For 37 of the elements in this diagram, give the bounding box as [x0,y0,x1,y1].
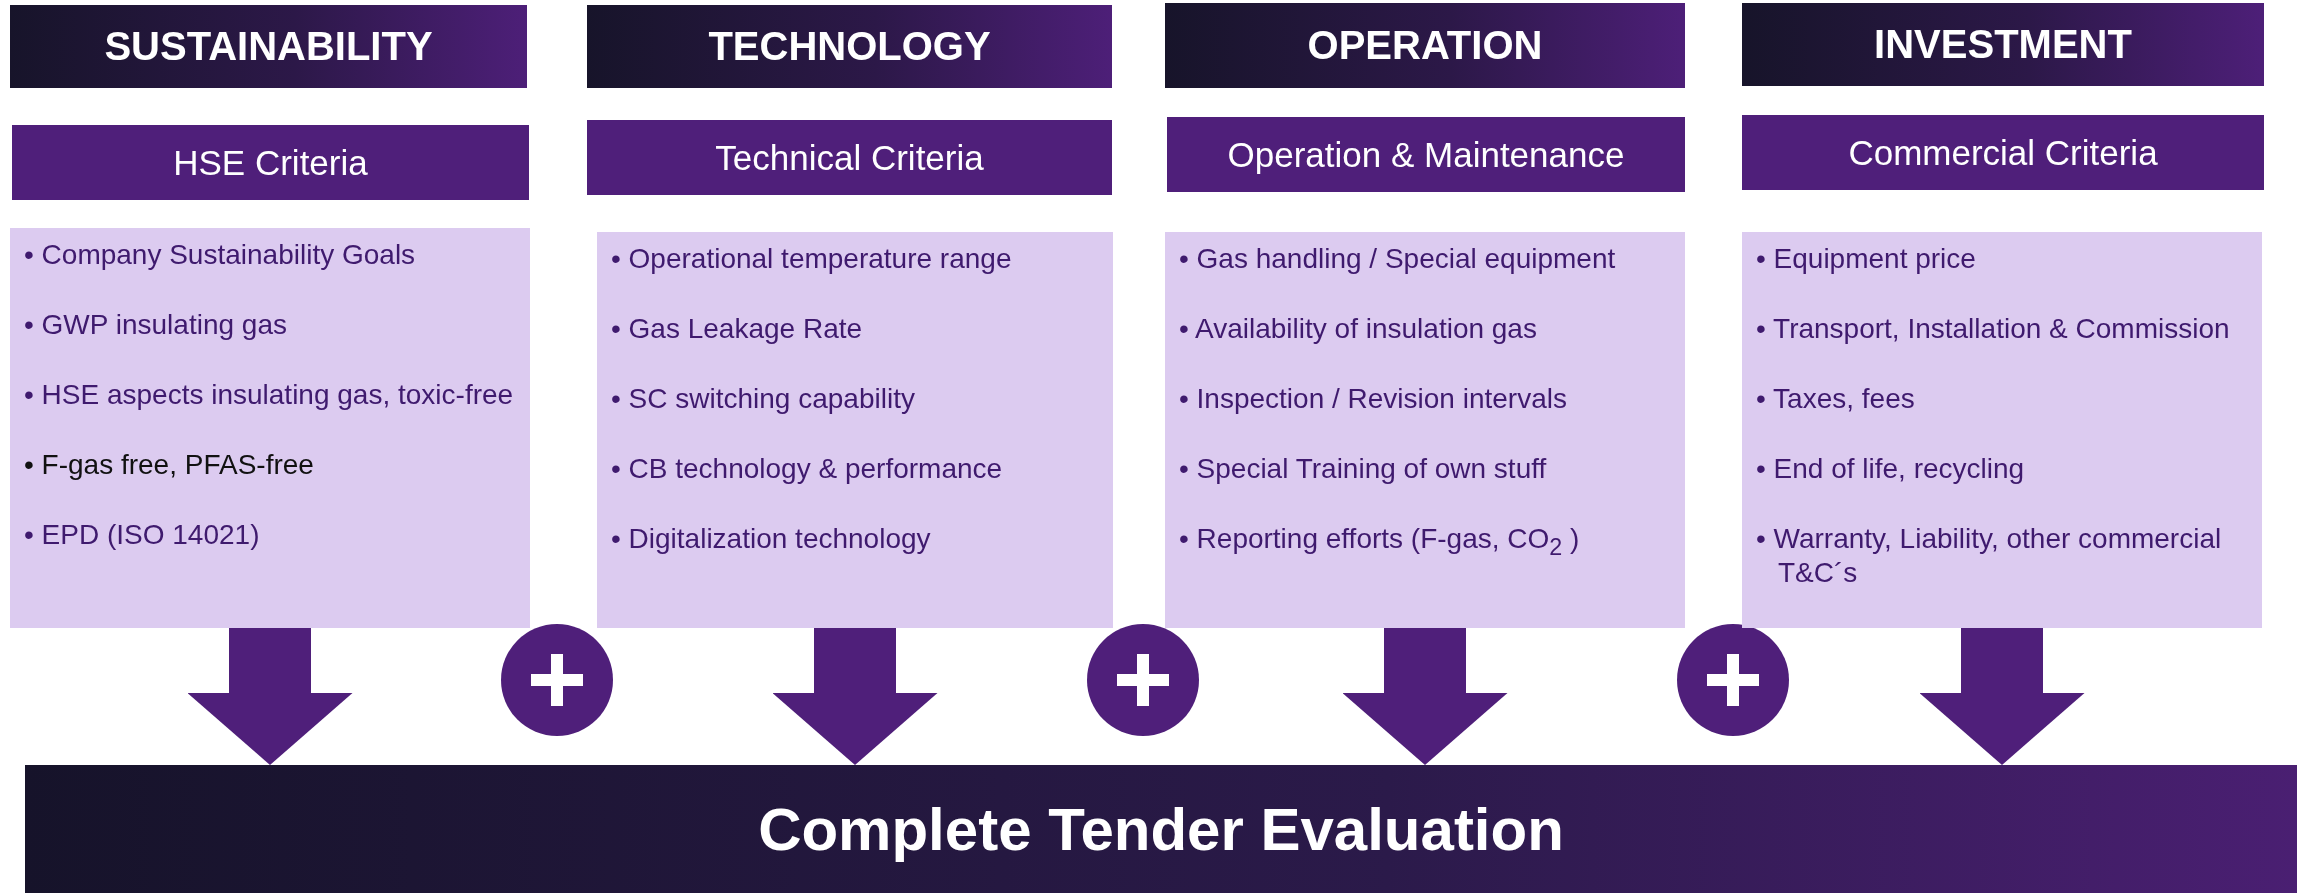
category-heading-bar: SUSTAINABILITY [10,5,527,88]
list-item: • CB technology & performance [611,452,1004,486]
list-item: • Operational temperature range [611,242,1013,276]
list-item: • F-gas free, PFAS-free [24,448,315,482]
criteria-panel [597,232,1113,628]
arrow [1342,628,1508,765]
list-item: • Equipment price [1756,242,1977,276]
list-item: • Transport, Installation & Commission [1756,312,2231,346]
list-item: • Availability of insulation gas [1179,312,1538,346]
arrow [187,628,353,765]
list-item: • End of life, recycling [1756,452,2026,486]
criteria-title-bar: Commercial Criteria [1742,115,2264,190]
criteria-title-bar: HSE Criteria [12,125,529,200]
list-item: • HSE aspects insulating gas, toxic-free [24,378,515,412]
list-item: • Gas handling / Special equipment [1179,242,1617,276]
category-heading-bar: OPERATION [1165,3,1685,88]
list-item: • GWP insulating gas [24,308,288,342]
list-item: • Digitalization technology [611,522,932,556]
list-item: • Taxes, fees [1756,382,1916,416]
list-item: • SC switching capability [611,382,916,416]
arrow [772,628,938,765]
criteria-panel [10,228,530,628]
result-bar: Complete Tender Evaluation [25,765,2297,893]
criteria-title-bar: Operation & Maintenance [1167,117,1685,192]
list-item: • Warranty, Liability, other commercial T&C´s [1756,522,2223,590]
list-item: • Reporting efforts (F-gas, CO$_{2}$ ) [1179,522,1581,562]
category-heading-bar: INVESTMENT [1742,3,2264,86]
list-item: • EPD (ISO 14021) [24,518,261,552]
list-item: • Inspection / Revision intervals [1179,382,1568,416]
criteria-title-bar: Technical Criteria [587,120,1112,195]
arrow [1919,628,2085,765]
criteria-panel [1742,232,2262,628]
list-item: • Gas Leakage Rate [611,312,864,346]
list-item: • Company Sustainability Goals [24,238,417,272]
category-heading-bar: TECHNOLOGY [587,5,1112,88]
list-item: • Special Training of own stuff [1179,452,1548,486]
criteria-panel [1165,232,1685,628]
